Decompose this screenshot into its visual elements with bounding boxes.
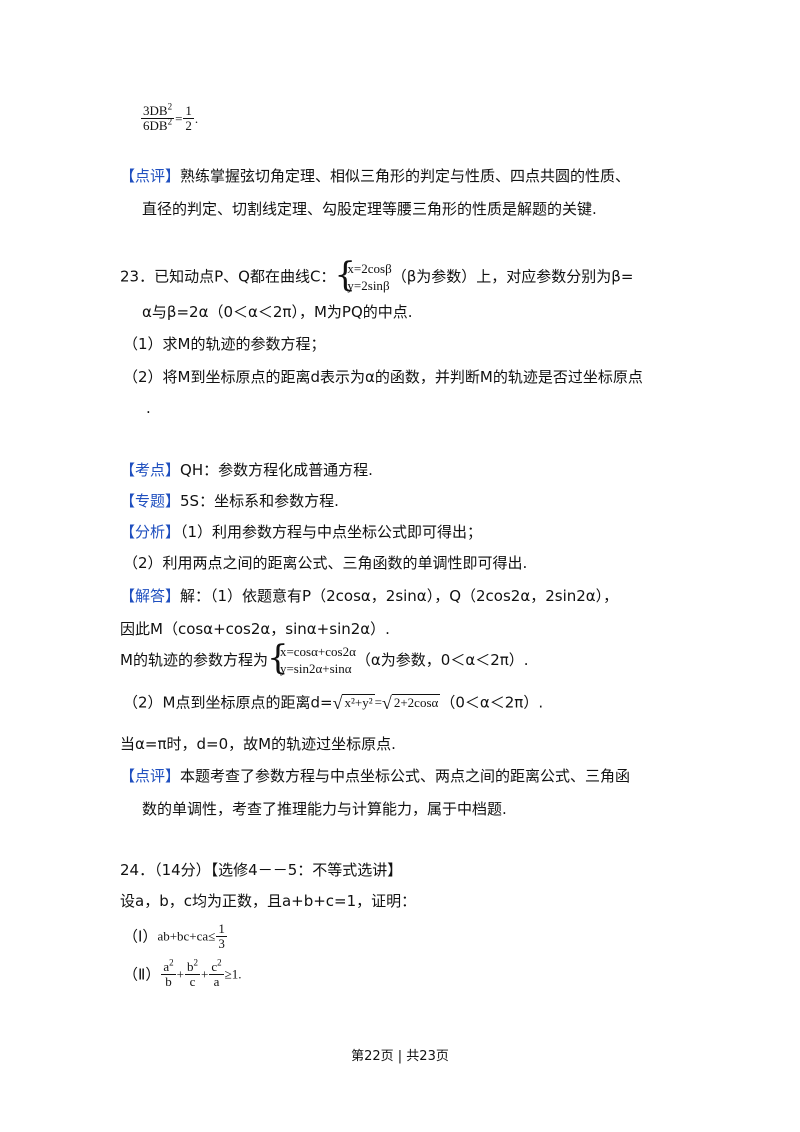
zhuanti-line: 【专题】5S：坐标系和参数方程. [120, 492, 339, 510]
jieda-line4: （2）M点到坐标原点的距离d=√x²+y²=√2+2cosα（0＜α＜2π）. [123, 693, 544, 714]
jieda-line2: 因此M（cosα+cos2α，sinα+sin2α）. [120, 620, 390, 638]
fenxi-line1: 【分析】（1）利用参数方程与中点坐标公式即可得出； [120, 523, 483, 541]
jieda-line1: 【解答】解：（1）依题意有P（2cosα，2sinα），Q（2cos2α，2si… [120, 587, 619, 605]
q23-line2: α与β=2α（0＜α＜2π），M为PQ的中点. [142, 303, 413, 321]
sqrt-cos: √2+2cosα [381, 693, 441, 714]
review1-line2: 直径的判定、切割线定理、勾股定理等腰三角形的性质是解题的关键. [142, 200, 597, 218]
curve-param-system: x=2cosβ y=2sinβ [334, 256, 391, 294]
review2-line1: 【点评】本题考查了参数方程与中点坐标公式、两点之间的距离公式、三角函 [120, 767, 631, 785]
q23-part2: （2）将M到坐标原点的距离d表示为α的函数，并判断M的轨迹是否过坐标原点 [123, 368, 643, 386]
fraction-db: 3DB2 6DB2 [141, 101, 175, 133]
fraction-one-third: 1 3 [216, 921, 227, 951]
q24-title: 24．（14分）【选修4－－5：不等式选讲】 [120, 861, 403, 879]
review2-line2: 数的单调性，考查了推理能力与计算能力，属于中档题. [142, 800, 507, 818]
fraction-b2-c: b2 c [185, 957, 201, 989]
top-fraction-equation: 3DB2 6DB2 = 1 2 . [141, 101, 199, 133]
jieda-line5: 当α=π时，d=0，故M的轨迹过坐标原点. [120, 735, 396, 753]
q23-part2-end: . [146, 399, 151, 417]
sqrt-xy: √x²+y² [332, 693, 375, 714]
review1-line1: 【点评】熟练掌握弦切角定理、相似三角形的判定与性质、四点共圆的性质、 [120, 167, 631, 185]
fraction-c2-a: c2 a [209, 957, 224, 989]
q23-line1: 23．已知动点P、Q都在曲线C： x=2cosβ y=2sinβ （β为参数）上… [120, 256, 633, 300]
q24-part1: （Ⅰ）ab+bc+ca≤ 1 3 [123, 921, 227, 951]
kaodian-line: 【考点】QH：参数方程化成普通方程. [120, 461, 373, 479]
fenxi-line2: （2）利用两点之间的距离公式、三角函数的单调性即可得出. [123, 554, 528, 572]
m-param-system: x=cosα+cos2α y=sin2α+sinα [267, 639, 356, 677]
q23-part1: （1）求M的轨迹的参数方程； [123, 335, 326, 353]
review-tag: 【点评】 [120, 167, 181, 185]
page-footer: 第22页 | 共23页 [351, 1049, 449, 1064]
fraction-half: 1 2 [183, 103, 194, 133]
q24-part2: （Ⅱ） a2 b + b2 c + c2 a ≥1. [123, 957, 242, 989]
q24-intro: 设a，b，c均为正数，且a+b+c=1，证明： [120, 892, 417, 910]
jieda-line3: M的轨迹的参数方程为 x=cosα+cos2α y=sin2α+sinα （α为… [120, 639, 529, 683]
fraction-a2-b: a2 b [161, 957, 176, 989]
